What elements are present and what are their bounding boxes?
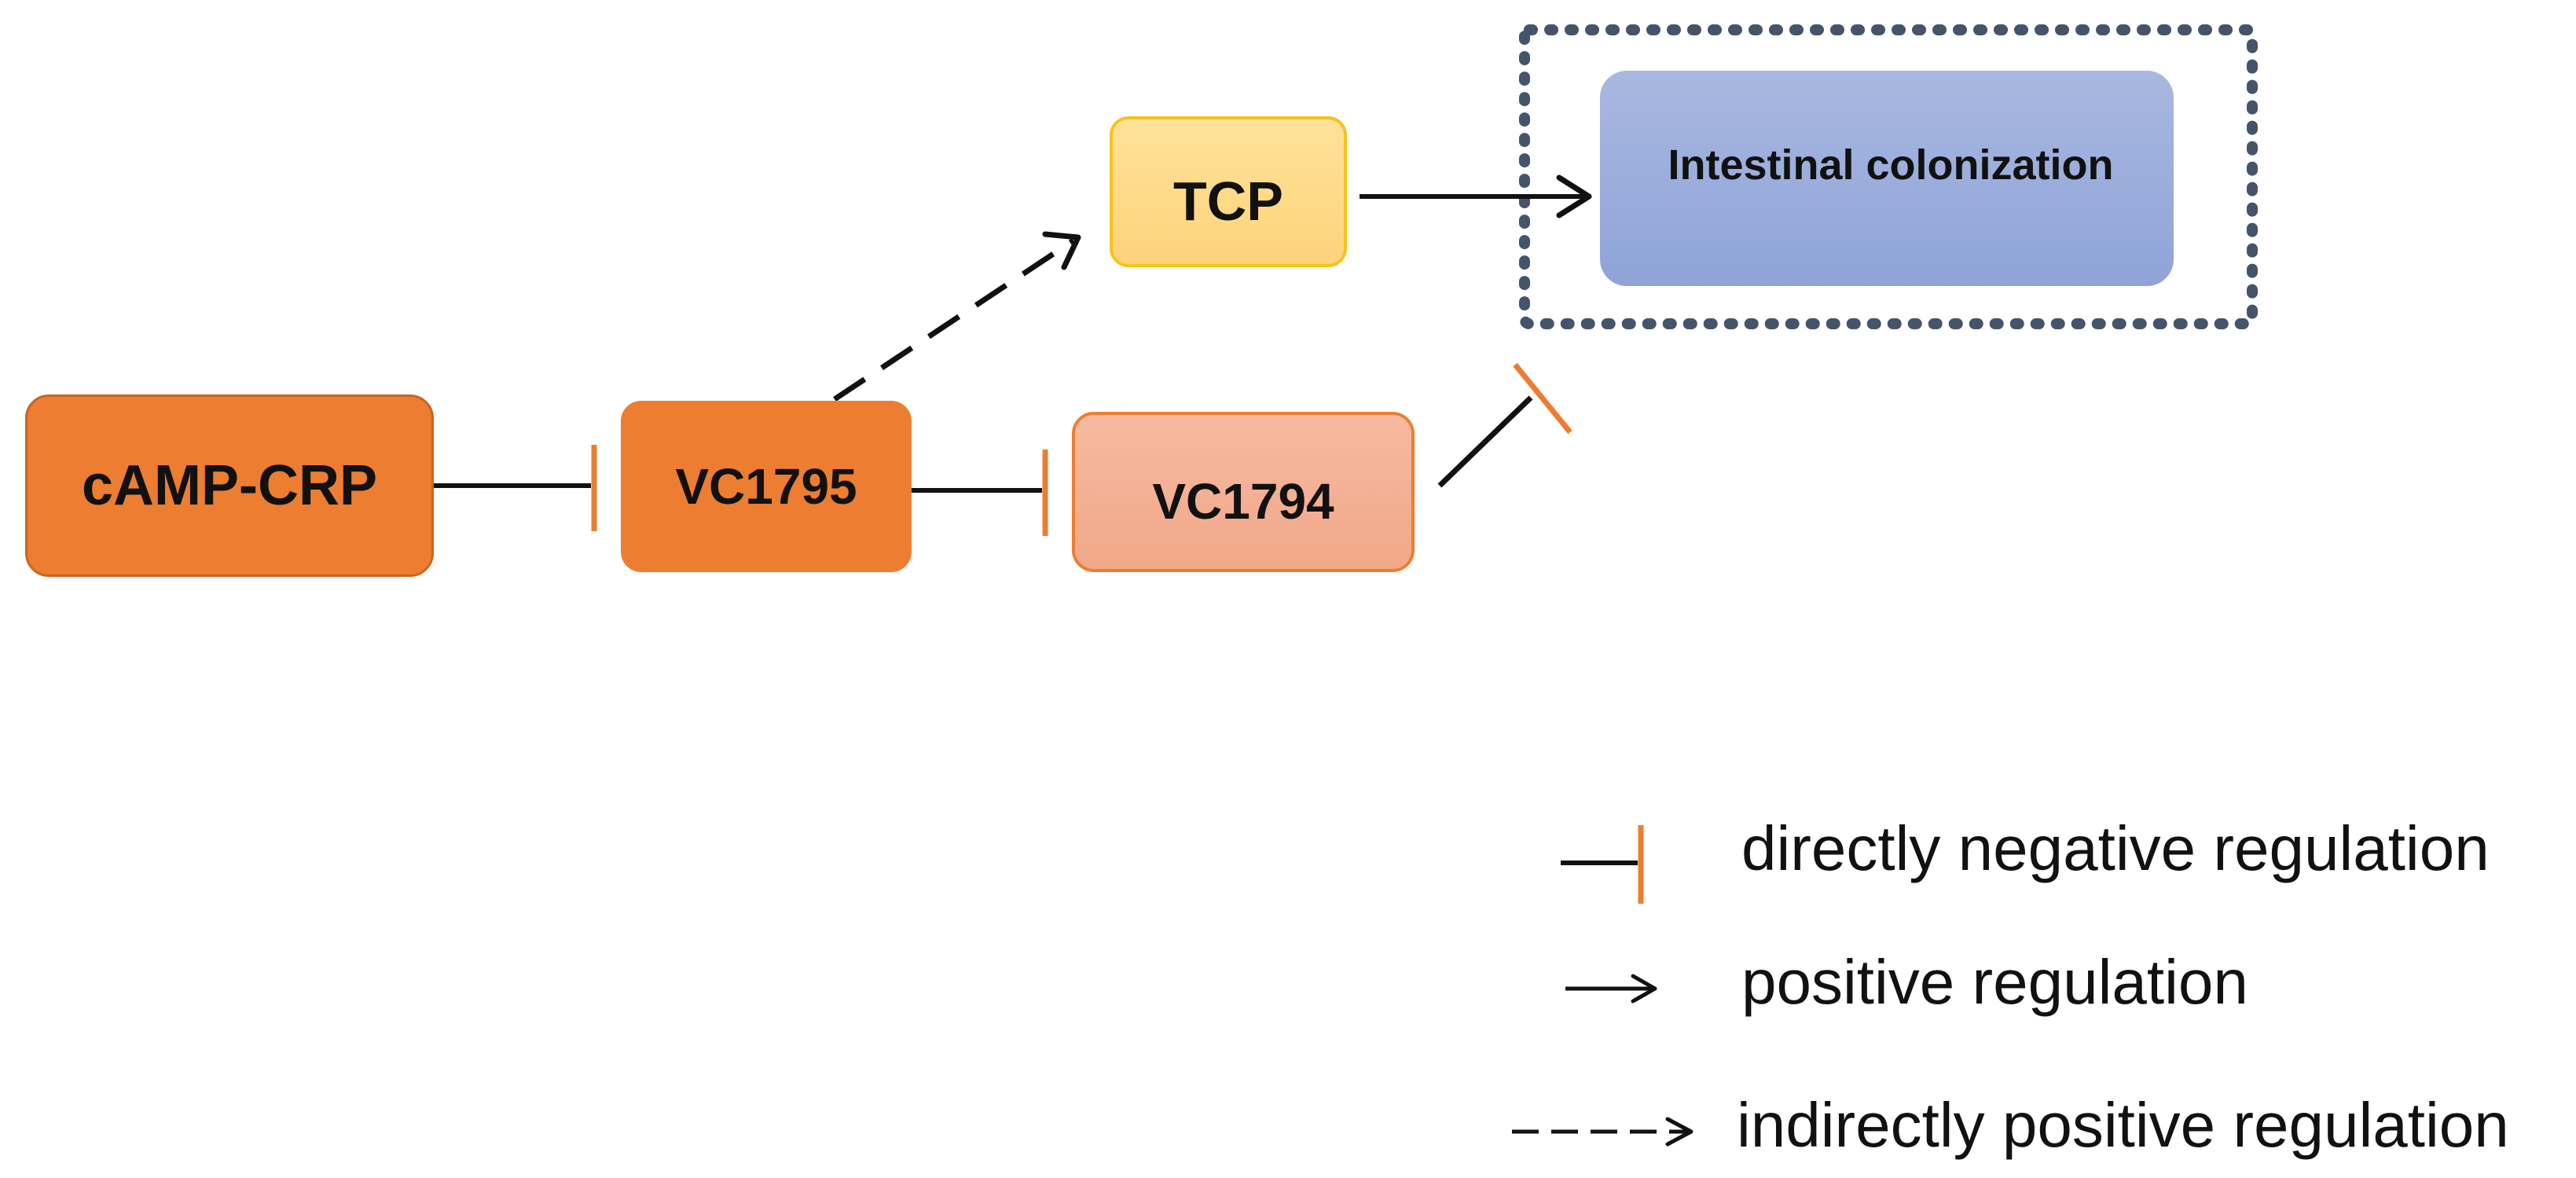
edge-tcp-to-intestine-arrowhead — [1556, 174, 1592, 218]
node-intestinal-colonization: Intestinal colonization — [1600, 71, 2174, 286]
edge-vc1795-to-tcp-arrowhead — [1042, 231, 1081, 270]
node-vc1795: VC1795 — [621, 401, 912, 572]
node-tcp-label: TCP — [1173, 171, 1283, 232]
legend-symbol-dashed-arrow — [1512, 1117, 1693, 1147]
edge-vc1794-to-intestine-line — [1437, 395, 1533, 488]
node-vc1794-label: VC1794 — [1152, 473, 1334, 530]
legend-symbol-inhibition — [1561, 825, 1644, 904]
edge-vc1794-to-intestine-inhibit-bar — [1513, 362, 1572, 435]
legend-label-positive: positive regulation — [1741, 947, 2248, 1017]
node-intestinal-colonization-label: Intestinal colonization — [1668, 141, 2114, 189]
dotted-frame — [1519, 24, 2258, 329]
node-camp-crp: cAMP-CRP — [25, 395, 434, 577]
legend-symbol-solid-arrow — [1565, 974, 1657, 1004]
legend-label-indirectly-positive: indirectly positive regulation — [1737, 1090, 2509, 1160]
node-vc1794: VC1794 — [1072, 412, 1415, 572]
edge-vc1795-to-tcp-dashed-line — [833, 238, 1075, 402]
node-tcp: TCP — [1110, 116, 1347, 267]
node-vc1795-label: VC1795 — [675, 458, 857, 515]
node-camp-crp-label: cAMP-CRP — [81, 454, 378, 517]
legend-label-directly-negative: directly negative regulation — [1741, 813, 2490, 883]
